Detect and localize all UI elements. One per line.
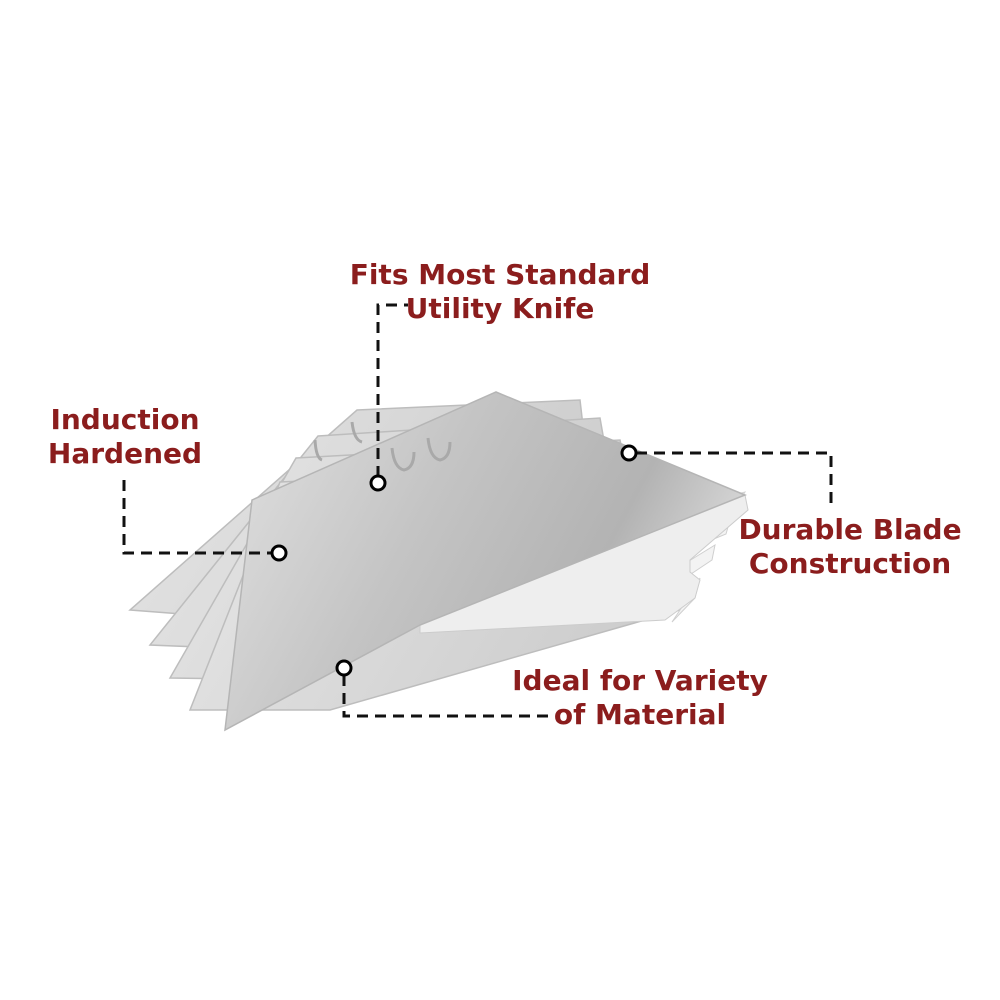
callout-label-induction: Induction Hardened (30, 403, 220, 471)
callout-line-fits (376, 303, 408, 477)
blade-notches (313, 421, 452, 472)
callout-label-ideal: Ideal for Variety of Material (490, 664, 790, 732)
callout-label-durable-line2: Construction (748, 547, 952, 580)
callout-marker-fits (369, 474, 387, 492)
callout-marker-ideal (335, 659, 353, 677)
callout-line-induction (122, 480, 272, 555)
callout-markers (270, 444, 638, 677)
callout-line-durable (636, 451, 833, 505)
callout-line-ideal (342, 675, 548, 718)
callout-lines (122, 303, 833, 718)
callout-label-durable: Durable Blade Construction (725, 513, 975, 581)
callout-label-fits: Fits Most Standard Utility Knife (340, 258, 660, 326)
callout-label-ideal-line1: Ideal for Variety (512, 664, 768, 697)
blade-front (224, 391, 747, 732)
callout-label-fits-line2: Utility Knife (405, 292, 595, 325)
callout-label-ideal-line2: of Material (553, 698, 727, 731)
callout-marker-induction (270, 544, 288, 562)
callout-label-fits-line1: Fits Most Standard (349, 258, 651, 291)
callout-marker-durable (620, 444, 638, 462)
callout-label-induction-line2: Hardened (47, 437, 203, 470)
callout-label-durable-line1: Durable Blade (738, 513, 962, 546)
blade-edges (419, 491, 749, 634)
callout-label-induction-line1: Induction (50, 403, 200, 436)
